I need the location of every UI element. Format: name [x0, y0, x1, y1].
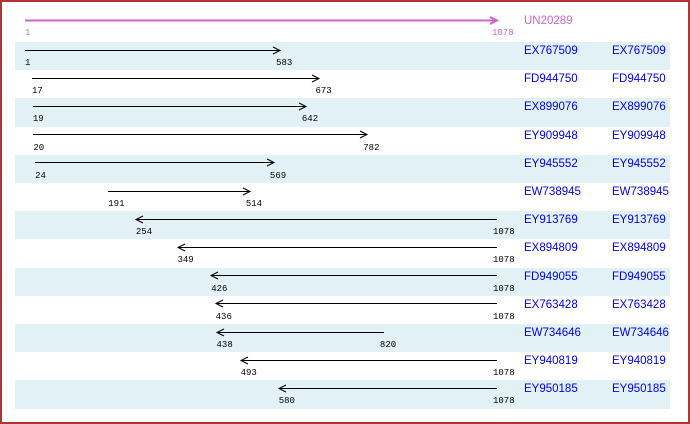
accession-link[interactable]: EW738945: [524, 186, 581, 198]
alignment-end-coordinate: 569: [269, 170, 287, 181]
row-band: [15, 98, 670, 127]
alignment-end-coordinate: 820: [379, 340, 397, 350]
accession-link[interactable]: EY940819: [524, 355, 578, 368]
alignment-start-coordinate: 436: [215, 311, 232, 322]
alignment-arrow-forward: [35, 158, 276, 167]
alignment-start-coordinate: 191: [108, 199, 125, 209]
accession-link[interactable]: FD949055: [524, 270, 578, 283]
row-band: [15, 211, 670, 240]
accession-link[interactable]: EY913769: [524, 214, 578, 227]
accession-link-right[interactable]: EY945552: [612, 157, 666, 170]
alignment-end-coordinate: 514: [245, 199, 263, 209]
accession-link[interactable]: EX763428: [524, 298, 578, 311]
alignment-end-coordinate: 1078: [493, 227, 515, 238]
alignment-row: 20 782 EY909948 EY909948: [2, 127, 688, 155]
row-band: [15, 154, 670, 183]
alignment-row: 493 1078 EY940819 EY940819: [2, 352, 688, 380]
alignment-arrow-reverse: [214, 299, 497, 308]
alignment-start-coordinate: 1: [25, 58, 31, 68]
alignment-start-coordinate: 254: [135, 227, 153, 238]
alignment-end-coordinate: 642: [301, 114, 319, 125]
alignment-arrow-forward: [108, 187, 252, 195]
accession-link[interactable]: EY950185: [524, 383, 578, 396]
alignment-row: 1 583 EX767509 EX767509: [2, 42, 688, 71]
alignment-start-coordinate: 426: [211, 283, 228, 294]
alignment-end-coordinate: 1078: [493, 255, 515, 266]
alignment-arrow-reverse: [176, 243, 497, 252]
accession-link[interactable]: FD944750: [524, 73, 578, 86]
accession-link[interactable]: EW734646: [524, 327, 581, 339]
alignment-start-coordinate: 580: [278, 396, 295, 407]
alignment-end-coordinate: 782: [363, 142, 380, 153]
alignment-start-coordinate: 24: [35, 170, 46, 181]
reference-accession-label: UN20289: [524, 15, 573, 27]
accession-link-right[interactable]: EX899076: [612, 101, 666, 114]
accession-link-right[interactable]: EX763428: [612, 298, 666, 311]
alignment-end-coordinate: 1078: [493, 311, 515, 322]
accession-link[interactable]: EX767509: [524, 45, 578, 57]
reference-end-coordinate: 1078: [492, 28, 514, 38]
alignment-arrow-forward: [25, 46, 282, 54]
accession-link-right[interactable]: EY950185: [612, 383, 666, 396]
accession-link-right[interactable]: EY909948: [612, 129, 666, 142]
alignment-row: 17 673 FD944750 FD944750: [2, 70, 688, 98]
reference-arrow: [25, 16, 499, 25]
alignment-end-coordinate: 673: [315, 86, 332, 97]
alignment-arrow-forward: [33, 130, 369, 139]
alignment-arrow-reverse: [277, 384, 497, 393]
accession-link-right[interactable]: EY940819: [612, 355, 666, 368]
alignment-arrow-forward: [32, 74, 321, 83]
reference-start-coordinate: 1: [25, 28, 31, 38]
alignment-arrow-forward: [32, 102, 307, 111]
accession-link-right[interactable]: EX894809: [612, 242, 666, 255]
accession-link[interactable]: EY909948: [524, 129, 578, 142]
alignment-start-coordinate: 493: [240, 368, 257, 379]
accession-link[interactable]: EY945552: [524, 157, 578, 170]
alignment-end-coordinate: 583: [276, 58, 293, 68]
alignment-row: 19 642 EX899076 EX899076: [2, 98, 688, 127]
alignment-start-coordinate: 438: [216, 340, 233, 350]
accession-link-right[interactable]: FD949055: [612, 270, 666, 283]
alignment-row: 254 1078 EY913769 EY913769: [2, 211, 688, 240]
alignment-arrow-reverse: [210, 271, 498, 280]
alignment-row: 349 1078 EX894809 EX894809: [2, 239, 688, 267]
alignment-row: 191 514 EW738945 EW738945: [2, 183, 688, 211]
accession-link-right[interactable]: EW734646: [612, 327, 669, 339]
alignment-start-coordinate: 19: [32, 114, 44, 125]
alignment-end-coordinate: 1078: [493, 396, 515, 407]
accession-link[interactable]: EX899076: [524, 101, 578, 114]
alignment-row: 438 820 EW734646 EW734646: [2, 324, 688, 353]
alignment-row: 426 1078 FD949055 FD949055: [2, 267, 688, 296]
row-band: [15, 42, 670, 71]
alignment-start-coordinate: 20: [33, 142, 45, 153]
accession-link-right[interactable]: FD944750: [612, 73, 666, 86]
alignment-end-coordinate: 1078: [493, 283, 515, 294]
alignment-row: 24 569 EY945552 EY945552: [2, 154, 688, 183]
accession-link-right[interactable]: EY913769: [612, 214, 666, 227]
accession-link-right[interactable]: EX767509: [612, 45, 666, 57]
alignment-row: 436 1078 EX763428 EX763428: [2, 296, 688, 324]
alignment-arrow-reverse: [215, 328, 384, 336]
alignment-row: 580 1078 EY950185 EY950185: [2, 380, 688, 409]
accession-link-right[interactable]: EW738945: [612, 186, 669, 198]
alignment-start-coordinate: 17: [32, 86, 43, 97]
row-band: [15, 324, 670, 353]
row-band: [15, 267, 670, 296]
row-band: [15, 380, 670, 409]
alignment-start-coordinate: 349: [177, 255, 194, 266]
alignment-arrow-reverse: [134, 215, 497, 224]
alignment-end-coordinate: 1078: [493, 368, 515, 379]
alignment-arrow-reverse: [239, 356, 497, 365]
accession-link[interactable]: EX894809: [524, 242, 578, 255]
